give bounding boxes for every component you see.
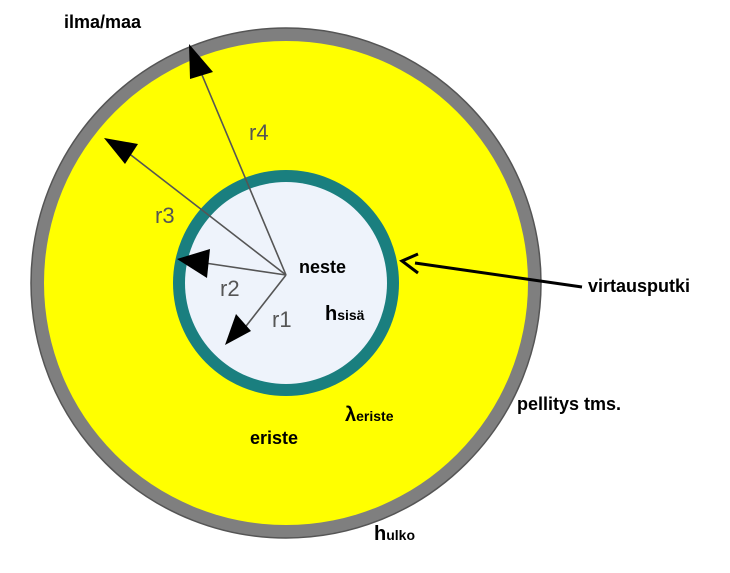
r1-arrowhead	[225, 314, 251, 345]
lambda-main: λ	[345, 404, 356, 426]
pipe-pointer-line	[414, 261, 583, 289]
ambient-label: ilma/maa	[64, 12, 142, 32]
r2-label: r2	[220, 276, 240, 301]
r2-line	[204, 262, 287, 276]
h-outer-label: hulko	[374, 523, 415, 545]
lambda-sub: eriste	[356, 408, 394, 424]
r3-line	[126, 151, 287, 276]
r1-line	[242, 274, 287, 331]
r1-label: r1	[272, 307, 292, 332]
r4-line	[196, 62, 287, 276]
r4-label: r4	[249, 120, 269, 145]
radius-lines	[126, 62, 287, 331]
h-outer-sub: ulko	[386, 527, 415, 543]
pipe-pointer-arrowhead	[399, 252, 419, 275]
r4-arrowhead	[189, 44, 213, 79]
fluid-region	[185, 182, 387, 384]
pipe-label: virtausputki	[588, 276, 690, 296]
h-outer-main: h	[374, 523, 386, 545]
h-inner-label: hsisä	[325, 303, 365, 325]
lambda-label: λeriste	[345, 404, 394, 426]
r3-arrowhead	[104, 138, 138, 164]
h-inner-sub: sisä	[337, 307, 364, 323]
fluid-label: neste	[299, 257, 346, 277]
cladding-label: pellitys tms.	[517, 394, 621, 414]
r2-arrowhead	[177, 249, 210, 278]
insulation-label: eriste	[250, 428, 298, 448]
r3-label: r3	[155, 203, 175, 228]
h-inner-main: h	[325, 303, 337, 325]
radius-arrowheads	[104, 44, 251, 345]
